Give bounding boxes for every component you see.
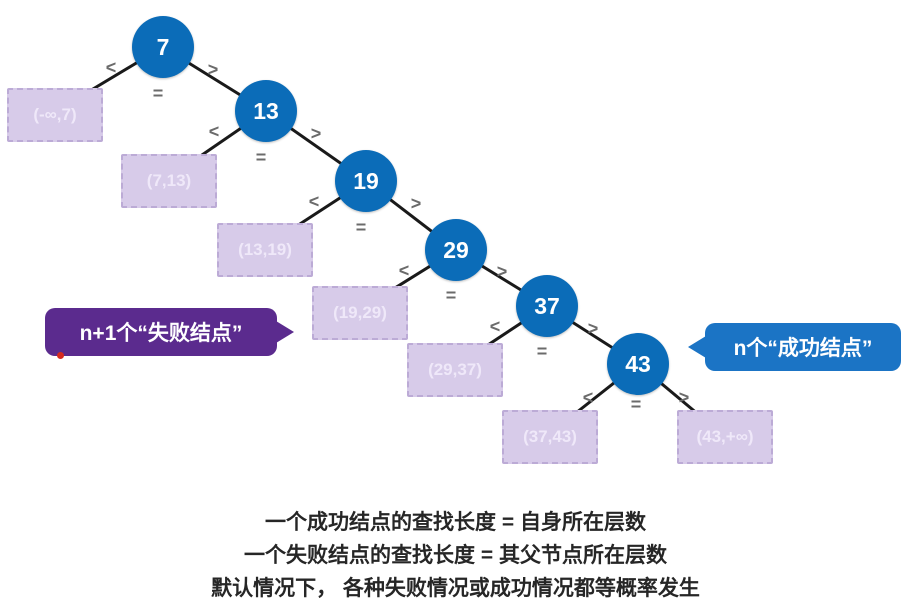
failure-node: (43,+∞) <box>677 410 773 464</box>
edge-label-less: < <box>308 191 320 212</box>
tree-node: 37 <box>516 275 578 337</box>
edge-label-less: < <box>398 260 410 281</box>
tree-node: 43 <box>607 333 669 395</box>
edge-label-less: < <box>582 387 594 408</box>
note-line-2: 一个失败结点的查找长度 = 其父节点所在层数 <box>244 544 667 567</box>
failure-node: (29,37) <box>407 343 503 397</box>
note-line-3: 默认情况下， 各种失败情况或成功情况都等概率发生 <box>211 577 700 600</box>
notes: 一个成功结点的查找长度 = 自身所在层数 一个失败结点的查找长度 = 其父节点所… <box>0 506 911 604</box>
edge-label-equal: = <box>536 341 548 362</box>
failure-node: (19,29) <box>312 286 408 340</box>
edge-label-greater: > <box>410 193 422 214</box>
failure-node: (-∞,7) <box>7 88 103 142</box>
note-line-1: 一个成功结点的查找长度 = 自身所在层数 <box>265 511 646 534</box>
edge-label-equal: = <box>630 394 642 415</box>
edge-label-greater: > <box>207 59 219 80</box>
failure-nodes-callout: n+1个“失败结点” <box>45 308 294 356</box>
edge-label-equal: = <box>355 217 367 238</box>
edge-label-equal: = <box>445 285 457 306</box>
failure-node: (37,43) <box>502 410 598 464</box>
tree-node: 19 <box>335 150 397 212</box>
success-nodes-callout-label: n个“成功结点” <box>733 337 873 360</box>
edge-label-greater: > <box>496 261 508 282</box>
pointer-dot <box>57 352 64 359</box>
edge-label-greater: > <box>587 318 599 339</box>
edge-label-greater: > <box>678 387 690 408</box>
success-nodes-callout: n个“成功结点” <box>688 323 901 371</box>
tree-node: 29 <box>425 219 487 281</box>
failure-nodes-callout-label: n+1个“失败结点” <box>79 322 243 345</box>
edge-label-less: < <box>208 121 220 142</box>
failure-node: (7,13) <box>121 154 217 208</box>
failure-node: (13,19) <box>217 223 313 277</box>
edge-label-equal: = <box>152 83 164 104</box>
edge-label-less: < <box>489 316 501 337</box>
tree-node: 13 <box>235 80 297 142</box>
edge-label-greater: > <box>310 123 322 144</box>
callout-arrow-right-icon <box>276 321 294 343</box>
tree-node: 7 <box>132 16 194 78</box>
edge-label-less: < <box>105 57 117 78</box>
edge-label-equal: = <box>255 147 267 168</box>
callout-arrow-left-icon <box>688 336 706 358</box>
